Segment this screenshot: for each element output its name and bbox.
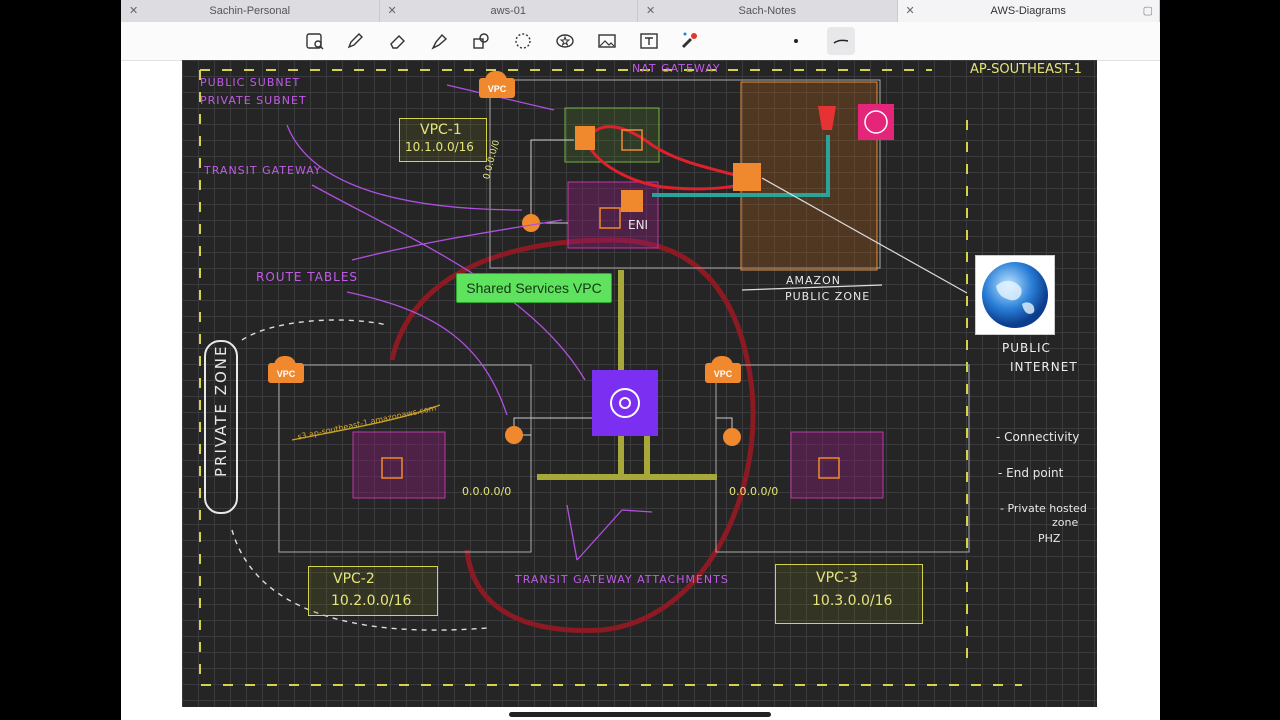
vpc2-cidr: 10.2.0.0/16 bbox=[331, 593, 412, 609]
text-icon[interactable] bbox=[638, 30, 660, 52]
note-end-point: - End point bbox=[998, 466, 1064, 480]
note-private-hosted: - Private hosted bbox=[1000, 502, 1087, 515]
image-icon[interactable] bbox=[596, 30, 618, 52]
tab-sachin-personal[interactable]: ✕ Sachin-Personal bbox=[121, 0, 380, 22]
globe-icon bbox=[982, 262, 1048, 328]
vpc2-badge: VPC bbox=[268, 356, 304, 383]
tab-aws-diagrams[interactable]: ✕ AWS-Diagrams ▢ bbox=[897, 0, 1160, 22]
close-tab-icon[interactable]: ✕ bbox=[905, 5, 915, 17]
transit-gateway-label: TRANSIT GATEWAY bbox=[204, 164, 322, 177]
tab-bar: ✕ Sachin-Personal ✕ aws-01 ✕ Sach-Notes … bbox=[121, 0, 1160, 22]
eni-label: ENI bbox=[628, 218, 649, 232]
vpc2-cidr-box: VPC-2 10.2.0.0/16 bbox=[308, 566, 438, 616]
vpc3-badge: VPC bbox=[705, 356, 741, 383]
amazon-label: AMAZON bbox=[786, 274, 841, 287]
close-tab-icon[interactable]: ✕ bbox=[129, 5, 139, 17]
vpc3-cidr-box: VPC-3 10.3.0.0/16 bbox=[775, 564, 923, 624]
vpc3-cidr: 10.3.0.0/16 bbox=[812, 593, 893, 609]
private-subnet-legend: PRIVATE SUBNET bbox=[200, 94, 307, 107]
sticker-icon[interactable] bbox=[554, 30, 576, 52]
nat-gateway-label: NAT GATEWAY bbox=[632, 62, 721, 75]
tab-label: AWS-Diagrams bbox=[990, 5, 1066, 17]
vpc3-route: 0.0.0.0/0 bbox=[729, 485, 779, 498]
close-tab-icon[interactable]: ✕ bbox=[646, 5, 656, 17]
public-subnet-legend: PUBLIC SUBNET bbox=[200, 76, 301, 89]
internet-label: INTERNET bbox=[1010, 360, 1078, 374]
region-label: AP-SOUTHEAST-1 bbox=[970, 62, 1082, 77]
tab-label: aws-01 bbox=[490, 5, 526, 17]
tab-aws-01[interactable]: ✕ aws-01 bbox=[379, 0, 638, 22]
highlighter-icon[interactable] bbox=[428, 30, 450, 52]
toolbar bbox=[121, 22, 1160, 61]
close-tab-icon[interactable]: ✕ bbox=[387, 5, 397, 17]
drawing-canvas[interactable]: VPC VPC VPC PUBLIC SUBNET PRIVATE SUBNET… bbox=[182, 60, 1097, 707]
vpc1-name: VPC-1 bbox=[420, 122, 462, 138]
internet-globe bbox=[975, 255, 1055, 335]
vpc1-cidr-box: VPC-1 10.1.0.0/16 bbox=[399, 118, 487, 162]
shared-services-vpc-label: Shared Services VPC bbox=[456, 273, 612, 303]
stroke-style-icon[interactable] bbox=[827, 27, 855, 55]
vpc1-badge: VPC bbox=[479, 71, 515, 98]
tab-menu-icon[interactable]: ▢ bbox=[1142, 5, 1153, 17]
tab-sach-notes[interactable]: ✕ Sach-Notes bbox=[638, 0, 898, 22]
public-label: PUBLIC bbox=[1002, 341, 1051, 355]
note-connectivity: - Connectivity bbox=[996, 430, 1080, 444]
pen-icon[interactable] bbox=[344, 30, 366, 52]
app-window: ✕ Sachin-Personal ✕ aws-01 ✕ Sach-Notes … bbox=[121, 0, 1160, 720]
tgw-attachments-label: TRANSIT GATEWAY ATTACHMENTS bbox=[515, 573, 729, 586]
lasso-icon[interactable] bbox=[512, 30, 534, 52]
shapes-icon[interactable] bbox=[470, 30, 492, 52]
lasso-search-icon[interactable] bbox=[304, 30, 326, 52]
private-zone-outline bbox=[204, 340, 238, 514]
tab-label: Sach-Notes bbox=[738, 5, 796, 17]
vpc2-route: 0.0.0.0/0 bbox=[462, 485, 512, 498]
route-tables-label: ROUTE TABLES bbox=[256, 270, 359, 284]
public-zone-label: PUBLIC ZONE bbox=[785, 290, 871, 303]
note-zone: zone bbox=[1052, 516, 1079, 529]
note-phz: PHZ bbox=[1038, 532, 1061, 545]
vpc3-name: VPC-3 bbox=[816, 570, 858, 586]
home-indicator[interactable] bbox=[509, 712, 771, 717]
tab-label: Sachin-Personal bbox=[209, 5, 291, 17]
vpc1-cidr: 10.1.0.0/16 bbox=[405, 140, 474, 154]
eraser-icon[interactable] bbox=[387, 30, 409, 52]
laser-pointer-icon[interactable] bbox=[678, 30, 700, 52]
vpc2-name: VPC-2 bbox=[333, 571, 375, 587]
private-zone-label: PRIVATE ZONE bbox=[212, 344, 230, 477]
dot-size-icon[interactable] bbox=[785, 30, 807, 52]
